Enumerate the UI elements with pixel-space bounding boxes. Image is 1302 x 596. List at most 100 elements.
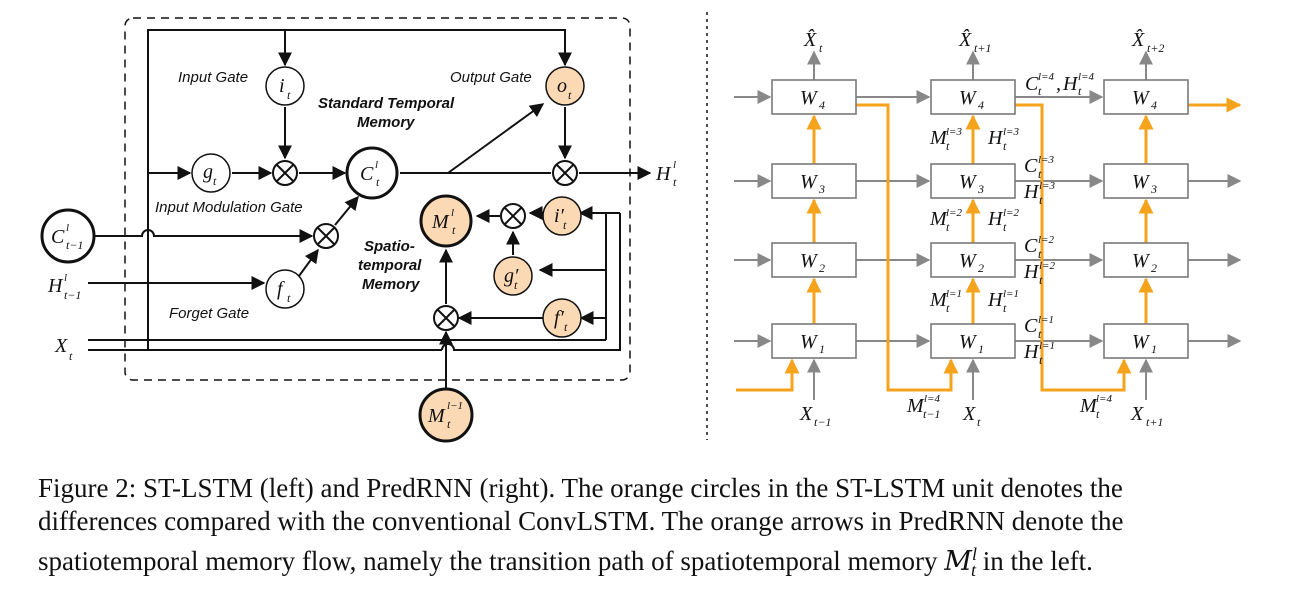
caption-math-m: M (944, 546, 972, 577)
svg-text:i: i (279, 75, 285, 97)
svg-text:H: H (987, 289, 1004, 311)
svg-text:l=4: l=4 (924, 393, 940, 405)
layer-block (1103, 79, 1189, 115)
svg-text:l=2: l=2 (1039, 260, 1055, 272)
layer-block-index: 3 (1150, 182, 1157, 196)
caption-math-sup: l (971, 544, 977, 564)
svg-text:M: M (1079, 395, 1098, 417)
svg-text:X̂: X̂ (1131, 28, 1145, 51)
svg-text:X̂: X̂ (958, 28, 972, 51)
hidden-state-prev-label: H l t−1 (47, 272, 81, 302)
svg-text:t: t (1038, 247, 1042, 261)
svg-text:H: H (655, 163, 672, 185)
previous-layer-memory-node: M l−1 t (418, 387, 474, 443)
layer-block-index: 4 (978, 98, 984, 112)
layer-block-label: W (959, 331, 978, 353)
st-lstm-wires (88, 29, 652, 393)
svg-text:X: X (962, 403, 976, 425)
layer-block (1103, 323, 1189, 359)
svg-text:t: t (946, 220, 950, 234)
svg-text:H: H (1023, 181, 1040, 203)
svg-text:t: t (977, 415, 981, 429)
top-state-label: C l=4 t , H l=4 t (1025, 71, 1094, 98)
svg-text:M: M (929, 289, 948, 311)
svg-text:H: H (47, 275, 64, 297)
svg-text:t: t (514, 278, 518, 292)
state-label-l2: C l=2 t H l=2 t (1023, 234, 1055, 287)
spatiotemporal-memory-label-2: temporal (358, 257, 422, 274)
input-gate-node: i t (265, 66, 305, 106)
layer-block-label: W (1132, 87, 1151, 109)
svg-text:X̂: X̂ (803, 28, 817, 51)
between-label-l3: M l=3 t H l=3 t (929, 126, 1019, 153)
svg-text:l: l (451, 207, 454, 219)
input-label-t: X t (962, 403, 981, 429)
svg-text:l−1: l−1 (447, 400, 463, 412)
svg-text:t+1: t+1 (1146, 415, 1163, 429)
layer-block-index: 2 (978, 261, 984, 275)
svg-text:,: , (1056, 73, 1061, 95)
caption-line-1: Figure 2: ST-LSTM (left) and PredRNN (ri… (38, 473, 1123, 503)
layer-block-label: W (800, 331, 819, 353)
cell-boundary (124, 17, 631, 381)
svg-text:l=4: l=4 (1078, 71, 1094, 83)
svg-text:H: H (1062, 73, 1079, 95)
input-gate-label: Input Gate (178, 69, 248, 86)
svg-text:l=3: l=3 (1003, 126, 1019, 138)
svg-text:t: t (564, 320, 568, 334)
svg-text:t: t (1038, 327, 1042, 341)
multiply-st-input-icon (500, 203, 526, 229)
figure-canvas: i t g t o t C l t f t M l t (40, 12, 1242, 443)
memory-incoming-arrow (736, 358, 800, 392)
spatiotemporal-memory-label-3: Memory (362, 276, 420, 293)
layer-block (771, 242, 857, 278)
svg-text:M: M (929, 127, 948, 149)
hidden-state-output-label: H l t (655, 159, 677, 189)
memory-transition-arrow (856, 103, 959, 392)
layer-block-index: 1 (1151, 342, 1157, 356)
output-gate-node: o t (545, 66, 585, 106)
st-lstm-diagram: i t g t o t C l t f t M l t (40, 17, 677, 443)
svg-text:t−1: t−1 (64, 288, 81, 302)
layer-block (930, 79, 1016, 115)
layer-block-label: W (1132, 171, 1151, 193)
standard-temporal-memory-label-1: Standard Temporal (318, 95, 455, 112)
svg-text:l=2: l=2 (1038, 234, 1054, 246)
layer-block-label: W (959, 250, 978, 272)
layer-block (771, 323, 857, 359)
svg-text:l: l (673, 159, 676, 171)
svg-text:t−1: t−1 (814, 415, 831, 429)
input-gate-prime-node: i′ t (542, 196, 582, 236)
input-modulation-node: g t (191, 153, 231, 193)
svg-text:C: C (51, 226, 65, 248)
svg-text:H: H (1023, 341, 1040, 363)
svg-text:H: H (987, 127, 1004, 149)
previous-cell-state-node: C l t−1 (40, 208, 96, 264)
svg-text:t: t (1039, 193, 1043, 207)
caption-line-2: differences compared with the convention… (38, 506, 1124, 536)
svg-text:t: t (1039, 353, 1043, 367)
layer-block-index: 2 (1151, 261, 1157, 275)
svg-text:l: l (66, 222, 69, 234)
svg-text:t: t (287, 291, 291, 305)
svg-text:X: X (1130, 403, 1144, 425)
svg-text:l=4: l=4 (1038, 71, 1054, 83)
output-label-t1: X̂ t+1 (958, 28, 991, 55)
layer-block-label: W (800, 87, 819, 109)
svg-text:t−1: t−1 (66, 238, 83, 252)
caption-line-3b: in the left. (975, 546, 1093, 576)
svg-text:t+2: t+2 (1147, 41, 1164, 55)
caption-line-3a: spatiotemporal memory flow, namely the t… (38, 546, 945, 576)
forget-gate-prime-node: f′ t (542, 298, 582, 338)
output-label-t2: X̂ t+2 (1131, 28, 1164, 55)
caption-math-sub: t (970, 560, 976, 581)
layer-block-index: 4 (819, 98, 825, 112)
svg-text:l: l (64, 272, 67, 284)
svg-text:t: t (819, 41, 823, 55)
multiply-st-forget-icon (433, 305, 459, 331)
svg-text:X: X (799, 403, 813, 425)
layer-block-label: W (959, 87, 978, 109)
svg-text:t: t (1003, 139, 1007, 153)
svg-text:l=3: l=3 (1039, 180, 1055, 192)
